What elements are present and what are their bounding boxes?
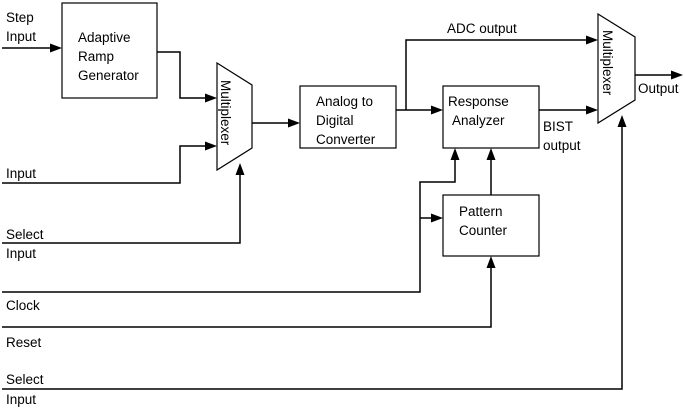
multiplexer-1-block: Multiplexer	[216, 61, 253, 172]
response-analyzer-label-2: Analyzer	[452, 113, 505, 128]
bist-output-label-1: BIST	[543, 119, 573, 134]
step-input-label-1: Step	[6, 10, 34, 25]
pattern-counter-block: Pattern Counter	[442, 194, 540, 257]
adc-to-analyzer-wire	[396, 105, 443, 115]
select-input-1-label-1: Select	[6, 227, 44, 242]
input-wire	[2, 141, 217, 184]
pattern-counter-label-1: Pattern	[459, 204, 503, 219]
pattern-counter-label-2: Counter	[459, 223, 508, 238]
ramp-generator-label-3: Generator	[78, 68, 139, 83]
select-input-1-wire	[2, 163, 245, 244]
multiplexer-2-block: Multiplexer	[597, 12, 636, 125]
clock-wire	[2, 148, 460, 293]
reset-label: Reset	[6, 335, 42, 350]
select-input-2-label-1: Select	[6, 372, 44, 387]
select-input-1-label-2: Input	[6, 246, 36, 261]
reset-wire	[2, 256, 496, 328]
adc-output-wire	[405, 35, 598, 110]
bist-output-label-2: output	[543, 138, 581, 153]
mux-to-adc-wire	[252, 118, 300, 128]
step-input-wire	[2, 43, 62, 53]
select-input-2-wire	[2, 115, 627, 390]
response-analyzer-label-1: Response	[448, 94, 509, 109]
adc-output-label: ADC output	[447, 21, 517, 36]
ramp-generator-block: Adaptive Ramp Generator	[61, 2, 158, 99]
adc-label-3: Converter	[316, 132, 376, 147]
multiplexer-1-label: Multiplexer	[218, 80, 233, 146]
bist-output-wire	[539, 105, 598, 115]
ramp-generator-label-1: Adaptive	[78, 30, 131, 45]
adc-label-1: Analog to	[316, 94, 373, 109]
output-wire	[635, 70, 683, 80]
adc-block: Analog to Digital Converter	[299, 85, 397, 149]
step-input-label-2: Input	[6, 29, 36, 44]
output-label: Output	[638, 81, 679, 96]
select-input-2-label-2: Input	[6, 392, 36, 407]
ramp-generator-label-2: Ramp	[78, 49, 114, 64]
adc-label-2: Digital	[316, 113, 354, 128]
clock-to-counter-wire	[420, 213, 443, 223]
response-analyzer-block: Response Analyzer	[442, 85, 540, 149]
counter-to-analyzer-wire	[486, 148, 496, 195]
input-label: Input	[6, 166, 36, 181]
ramp-to-mux-wire	[157, 51, 217, 103]
clock-label: Clock	[6, 298, 40, 313]
multiplexer-2-label: Multiplexer	[600, 30, 615, 96]
